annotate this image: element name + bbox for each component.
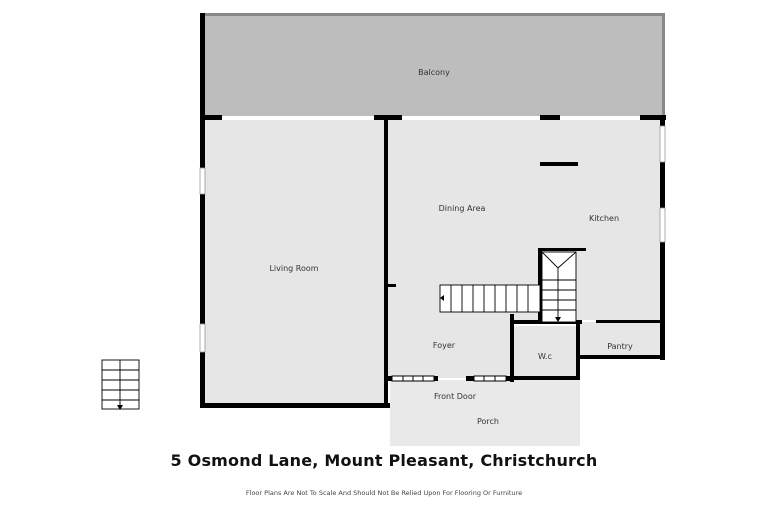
wall-wc-right	[576, 320, 580, 380]
wc-area	[514, 326, 576, 376]
window-kitchen-1	[659, 125, 666, 163]
main-staircase	[439, 251, 577, 323]
room-label-kitchen: Kitchen	[589, 214, 619, 223]
legend-stair-icon	[101, 359, 140, 410]
porch-area	[390, 380, 580, 446]
room-label-balcony: Balcony	[418, 68, 450, 77]
wall-balcony-seg-2	[374, 115, 402, 120]
wall-wc-left	[510, 314, 514, 382]
room-label-pantry: Pantry	[607, 342, 633, 351]
wall-foyer-south-4	[506, 376, 514, 381]
wall-foyer-top	[388, 284, 396, 287]
stair-down-arrow	[555, 317, 561, 322]
living-room-area	[204, 120, 386, 404]
room-label-living-room: Living Room	[269, 264, 318, 273]
room-label-foyer: Foyer	[433, 341, 456, 350]
room-label-porch: Porch	[477, 417, 499, 426]
wall-stair-left	[538, 248, 542, 320]
balcony-area	[204, 16, 664, 116]
wall-pantry-top	[596, 320, 662, 323]
wall-foyer-south-1	[386, 376, 392, 381]
wall-south-living	[200, 403, 390, 408]
front-door-glass	[391, 375, 507, 382]
wall-stair-top	[538, 248, 586, 251]
balcony-edge-right	[662, 13, 665, 117]
window-living-1	[199, 167, 206, 195]
disclaimer-text: Floor Plans Are Not To Scale And Should …	[245, 489, 523, 497]
stair-direction-arrow	[440, 295, 444, 301]
room-label-front-door: Front Door	[434, 392, 477, 401]
wall-wc-bottom	[510, 376, 580, 380]
window-living-2	[199, 323, 206, 353]
wall-balcony-seg-4	[640, 115, 666, 120]
wall-pantry-bottom	[578, 355, 665, 359]
wall-west	[200, 13, 205, 408]
room-label-dining-area: Dining Area	[439, 204, 486, 213]
wall-foyer-south-3	[466, 376, 474, 381]
legend-stair-arrow	[117, 405, 123, 410]
window-kitchen-2	[659, 207, 666, 243]
room-label-wc: W.c	[538, 352, 552, 361]
wall-partition-living	[384, 118, 388, 408]
property-address-title: 5 Osmond Lane, Mount Pleasant, Christchu…	[170, 451, 598, 470]
wall-balcony-seg-3	[540, 115, 560, 120]
balcony-edge-top	[204, 13, 664, 16]
pantry-area	[580, 322, 662, 356]
kitchen-counter	[540, 162, 578, 166]
wall-balcony-seg-1	[204, 115, 222, 120]
wall-foyer-south-2	[434, 376, 438, 381]
